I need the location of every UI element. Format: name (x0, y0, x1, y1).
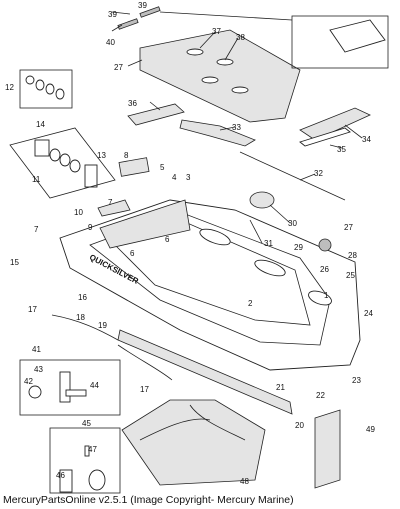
callout-24: 24 (364, 309, 373, 318)
callout-2: 2 (248, 299, 253, 308)
callout-14: 14 (36, 120, 45, 129)
oar (179, 119, 256, 147)
callout-10: 10 (74, 208, 83, 217)
rope (51, 314, 119, 341)
callout-20: 20 (295, 421, 304, 430)
callout-40: 40 (106, 38, 115, 47)
valve-assembly (34, 139, 98, 188)
callout-13: 13 (97, 151, 106, 160)
callout-25: 25 (346, 271, 355, 280)
repair-kit (59, 445, 106, 493)
callout-44: 44 (90, 381, 99, 390)
callout-15: 15 (10, 258, 19, 267)
pump (28, 371, 87, 403)
valve-rings (25, 75, 65, 100)
callout-9: 9 (88, 223, 93, 232)
callout-35: 35 (337, 145, 346, 154)
callout-30: 30 (288, 219, 297, 228)
image-caption: MercuryPartsOnline v2.5.1 (Image Copyrig… (3, 494, 294, 506)
boat-tube-inner (89, 211, 331, 346)
oar-shaft (239, 151, 346, 201)
callout-7a: 7 (34, 225, 39, 234)
callout-46: 46 (56, 471, 65, 480)
pole (314, 409, 341, 489)
callout-17a: 17 (28, 305, 37, 314)
callout-12: 12 (5, 83, 14, 92)
rod-39-a (139, 6, 161, 18)
callout-21: 21 (276, 383, 285, 392)
callout-49: 49 (366, 425, 375, 434)
callout-33: 33 (232, 123, 241, 132)
callout-41: 41 (32, 345, 41, 354)
valve (318, 238, 332, 252)
callout-45: 45 (82, 419, 91, 428)
callout-38: 38 (236, 33, 245, 42)
callout-6a: 6 (165, 235, 170, 244)
callout-6b: 6 (130, 249, 135, 258)
callout-3: 3 (186, 173, 191, 182)
transom (99, 199, 191, 249)
callout-26: 26 (320, 265, 329, 274)
floor-board-holes (186, 48, 249, 94)
plate (118, 157, 150, 177)
keel-strip (117, 329, 293, 415)
callout-4: 4 (172, 173, 177, 182)
carry-bag (121, 399, 266, 486)
callout-47: 47 (88, 445, 97, 454)
callout-37: 37 (212, 27, 221, 36)
callout-42: 42 (24, 377, 33, 386)
callout-39a: 39 (108, 10, 117, 19)
callout-18: 18 (76, 313, 85, 322)
detail-box (291, 15, 389, 69)
callout-28: 28 (348, 251, 357, 260)
callout-11: 11 (32, 175, 41, 184)
callout-19: 19 (98, 321, 107, 330)
callout-34: 34 (362, 135, 371, 144)
seat-bench (299, 107, 371, 141)
callout-8: 8 (124, 151, 129, 160)
callout-17b: 17 (140, 385, 149, 394)
callout-31: 31 (264, 239, 273, 248)
callout-7b: 7 (108, 198, 113, 207)
callout-32: 32 (314, 169, 323, 178)
floor-board (139, 29, 301, 123)
callout-48: 48 (240, 477, 249, 486)
callout-29: 29 (294, 243, 303, 252)
callout-16: 16 (78, 293, 87, 302)
strip (127, 103, 185, 126)
callout-23: 23 (352, 376, 361, 385)
callout-1: 1 (324, 291, 329, 300)
callout-43: 43 (34, 365, 43, 374)
callout-22: 22 (316, 391, 325, 400)
callout-36: 36 (128, 99, 137, 108)
callout-5: 5 (160, 163, 165, 172)
callout-39b: 39 (138, 1, 147, 10)
callout-27b: 27 (114, 63, 123, 72)
callout-27a: 27 (344, 223, 353, 232)
